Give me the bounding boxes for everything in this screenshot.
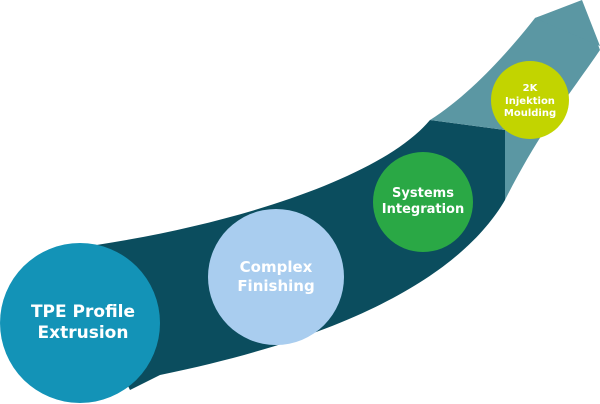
stage-4-line-1: 2K <box>522 83 538 95</box>
stage-2-line-2: Finishing <box>237 277 315 295</box>
stage-3-line-2: Integration <box>381 202 465 217</box>
stage-tpe-profile-extrusion: TPE Profile Extrusion <box>0 243 160 403</box>
stage-4-line-3: Moulding <box>503 108 557 120</box>
stage-1-line-1: TPE Profile <box>30 301 136 322</box>
stage-1-line-2: Extrusion <box>37 323 129 343</box>
stage-2-line-1: Complex <box>239 258 313 277</box>
arrow-head <box>535 0 600 46</box>
stage-systems-integration: Systems Integration <box>373 152 473 252</box>
stage-2k-injektion-moulding: 2K Injektion Moulding <box>491 61 569 139</box>
stage-4-line-2: Injektion <box>505 95 555 107</box>
stage-complex-finishing: Complex Finishing <box>208 209 344 345</box>
stage-3-line-1: Systems <box>392 185 454 201</box>
